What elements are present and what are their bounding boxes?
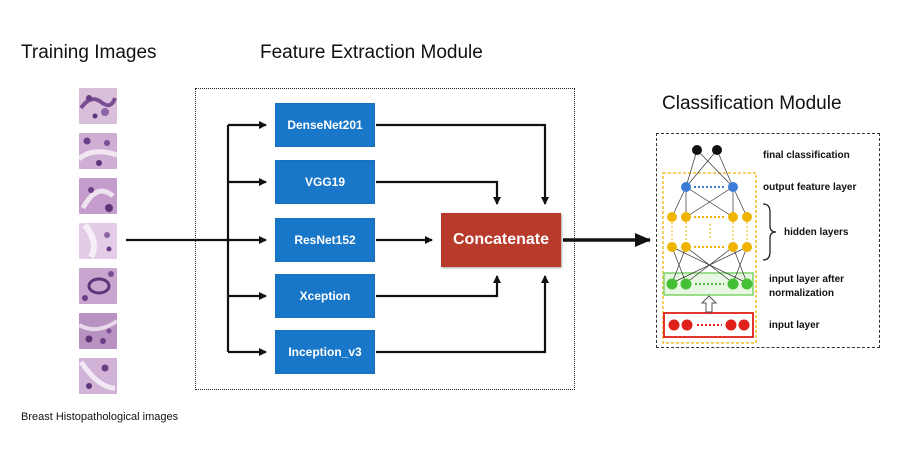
normalization-label: normalization: [769, 288, 835, 299]
histology-image: [79, 313, 117, 349]
histology-image: [79, 88, 117, 124]
histology-image: [79, 133, 117, 169]
classification-title: Classification Module: [662, 93, 842, 114]
concatenate-block: Concatenate: [441, 213, 561, 267]
images-caption: Breast Histopathological images: [21, 411, 179, 423]
output-feature-layer-label: output feature layer: [763, 182, 857, 193]
histology-image: [79, 223, 117, 259]
resnet152-block: ResNet152: [276, 219, 374, 261]
vgg19-block: VGG19: [276, 161, 374, 203]
input-layer-label: input layer: [769, 320, 820, 331]
histology-image: [79, 358, 117, 394]
densenet201-block: DenseNet201: [276, 104, 374, 146]
histology-image: [79, 268, 117, 304]
hidden-layers-label: hidden layers: [784, 227, 849, 238]
training-images-title: Training Images: [21, 42, 157, 63]
input-layer-after-label: input layer after: [769, 274, 845, 285]
final-classification-label: final classification: [763, 150, 850, 161]
xception-block: Xception: [276, 275, 374, 317]
inception-v3-block: Inception_v3: [276, 331, 374, 373]
classification-box: [656, 133, 880, 348]
feature-extraction-title: Feature Extraction Module: [260, 42, 483, 63]
histology-image: [79, 178, 117, 214]
